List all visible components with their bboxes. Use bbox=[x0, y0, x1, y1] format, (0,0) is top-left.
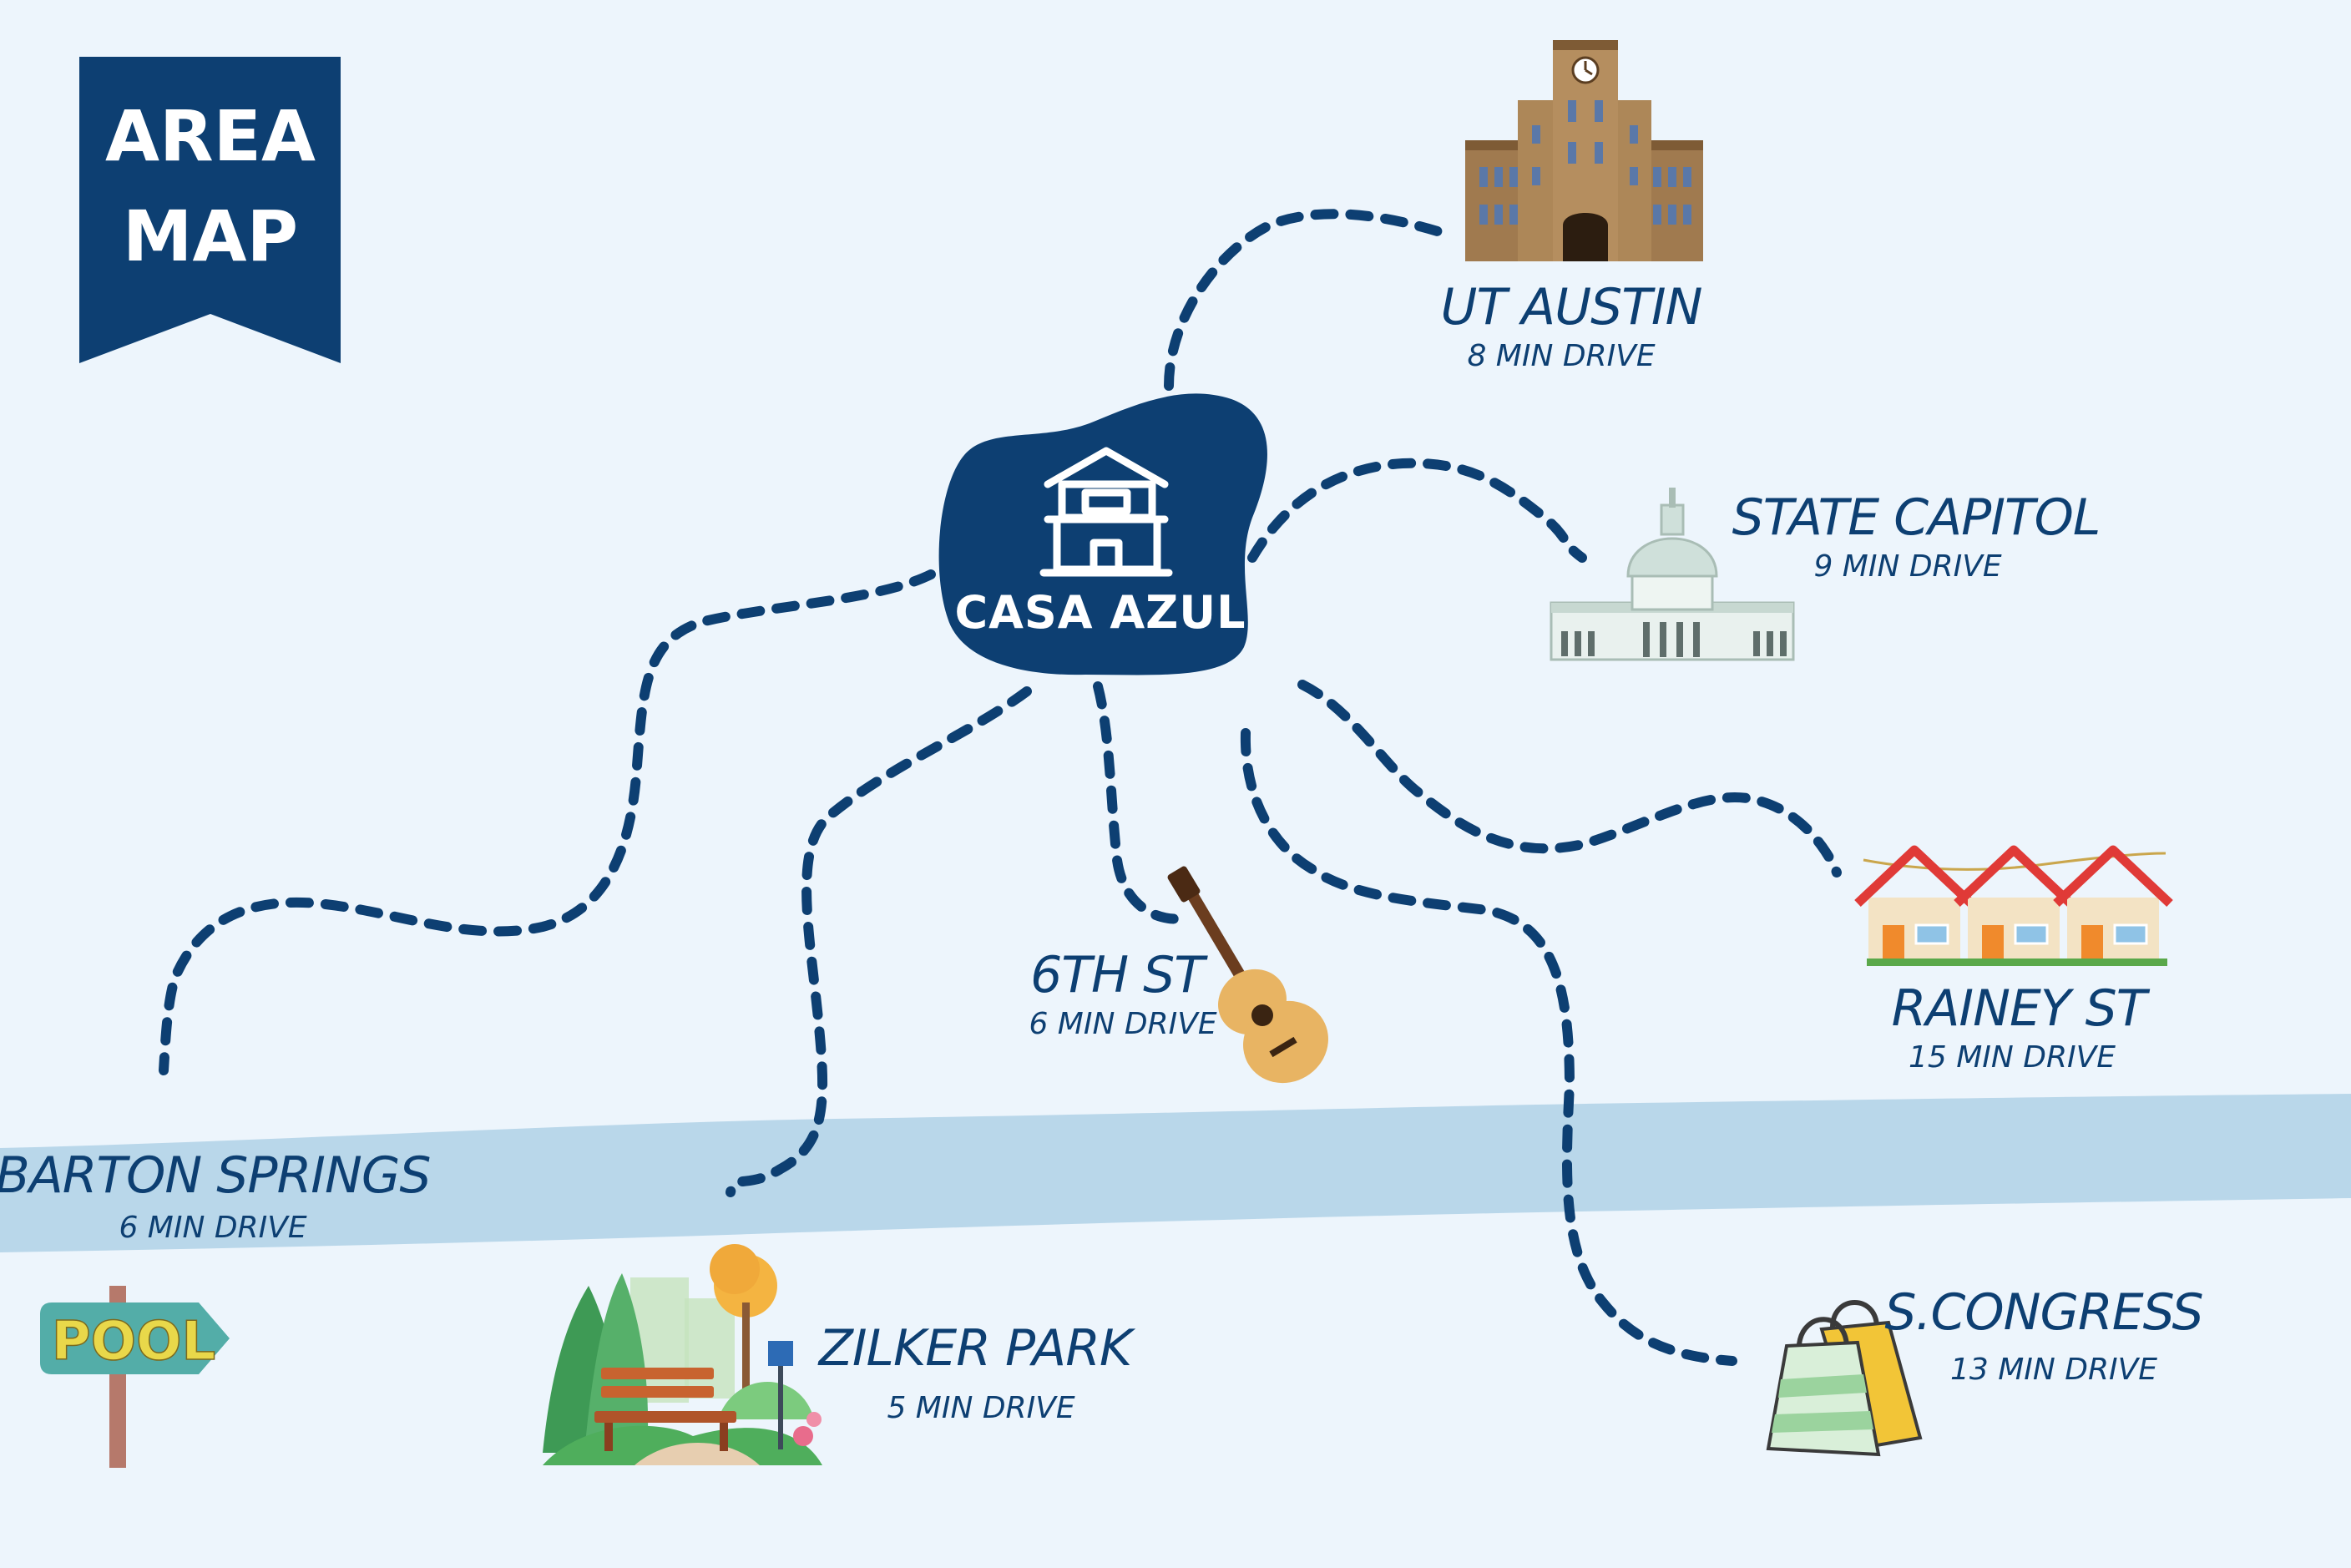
barton-springs-time: 6 MIN DRIVE bbox=[119, 1211, 306, 1245]
zilker-park-time: 5 MIN DRIVE bbox=[887, 1391, 1074, 1425]
pool-sign-text: POOL bbox=[52, 1311, 216, 1373]
river bbox=[0, 1094, 2351, 1252]
route-barton-springs bbox=[159, 569, 936, 1075]
pool-sign-icon: POOL bbox=[40, 1286, 230, 1468]
state-capitol-time: 9 MIN DRIVE bbox=[1813, 549, 2001, 584]
state-capitol-name: STATE CAPITOL bbox=[1732, 488, 2101, 547]
banner-line-2: MAP bbox=[123, 195, 298, 277]
shopping-bags-icon bbox=[1766, 1300, 1923, 1457]
guitar-icon bbox=[1167, 866, 1328, 1084]
route-state-capitol bbox=[1247, 458, 1587, 563]
6th-st-time: 6 MIN DRIVE bbox=[1029, 1007, 1216, 1041]
university-tower-icon bbox=[1465, 40, 1703, 261]
route-s-congress bbox=[1240, 728, 1737, 1366]
s-congress-name: S.CONGRESS bbox=[1884, 1283, 2202, 1342]
casa-azul-hub[interactable]: CASA AZUL bbox=[938, 393, 1267, 675]
routes bbox=[159, 209, 1842, 1366]
rainey-st-name: RAINEY ST bbox=[1892, 979, 2151, 1038]
park-bench-icon bbox=[543, 1244, 822, 1465]
s-congress-time: 13 MIN DRIVE bbox=[1950, 1353, 2157, 1387]
zilker-park-name: ZILKER PARK bbox=[817, 1319, 1136, 1378]
house-icon bbox=[1039, 447, 1173, 577]
row-houses-icon bbox=[1854, 845, 2173, 966]
ut-austin-time: 8 MIN DRIVE bbox=[1467, 339, 1655, 373]
hub-label: CASA AZUL bbox=[954, 586, 1246, 639]
route-6th-st bbox=[1093, 681, 1191, 924]
area-map-banner: AREA MAP bbox=[79, 57, 341, 363]
barton-springs-name: BARTON SPRINGS bbox=[0, 1146, 430, 1205]
banner-line-1: AREA bbox=[105, 95, 316, 177]
6th-st-name: 6TH ST bbox=[1030, 946, 1208, 1004]
capitol-building-icon bbox=[1550, 488, 1795, 661]
route-ut-austin bbox=[1164, 209, 1445, 391]
rainey-st-time: 15 MIN DRIVE bbox=[1909, 1040, 2116, 1075]
ut-austin-name: UT AUSTIN bbox=[1441, 278, 1702, 336]
hub-blob bbox=[938, 393, 1267, 675]
route-rainey-st bbox=[1297, 680, 1842, 878]
route-zilker-park bbox=[726, 686, 1032, 1197]
